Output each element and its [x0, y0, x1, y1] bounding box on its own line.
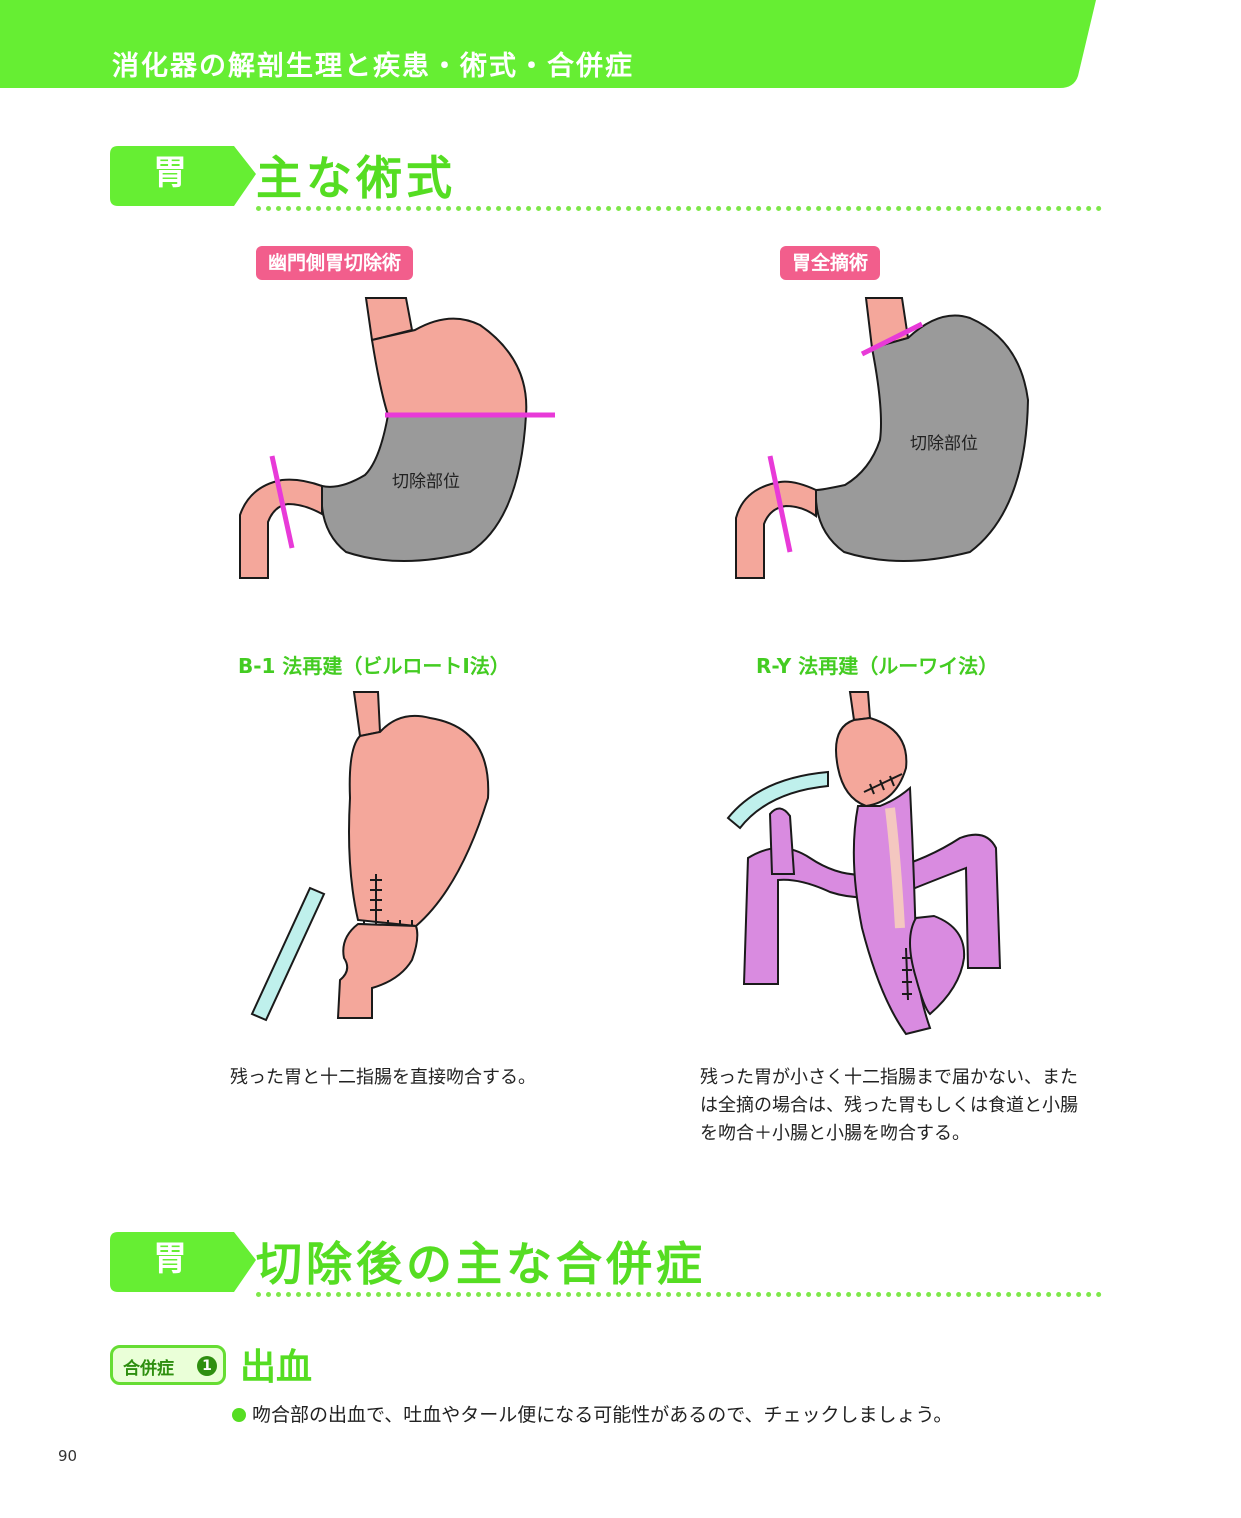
pancreas	[250, 886, 326, 1022]
complication-badge: 合併症 1	[110, 1345, 226, 1385]
distal-gastrectomy-illustration: 切除部位	[239, 297, 555, 579]
cut-line-pylorus	[269, 455, 295, 549]
section-heading-complications: 胃 切除後の主な合併症	[110, 1226, 1110, 1298]
complication-bullet: 吻合部の出血で、吐血やタール便になる可能性があるので、チェックしましょう。	[252, 1404, 953, 1426]
procedure-label-total-gastrectomy: 胃全摘術	[780, 246, 881, 280]
pancreas	[726, 770, 829, 830]
section-heading-procedures: 胃 主な術式	[110, 140, 1110, 212]
reconstruction-title-ry: R-Y 法再建（ルーワイ法）	[756, 654, 999, 678]
section-tag-arrow	[110, 1232, 256, 1292]
cut-line-upper	[860, 321, 924, 357]
remaining-stomach	[370, 317, 528, 416]
resected-stomach	[320, 414, 528, 562]
roux-en-y-illustration	[726, 691, 1002, 1036]
duodenum	[239, 478, 323, 579]
total-gastrectomy-illustration: 切除部位	[735, 297, 1030, 579]
dotted-rule	[256, 1292, 1102, 1297]
reconstruction-title-b1: B-1 法再建（ビルロートⅠ法）	[238, 654, 510, 678]
duodenum	[735, 480, 817, 579]
duodenal-stump	[768, 807, 796, 875]
description-ry: 残った胃が小さく十二指腸まで届かない、または全摘の場合は、残った胃もしくは食道と…	[700, 1067, 1078, 1144]
jejunal-loop	[909, 914, 966, 1016]
suture-marks	[863, 773, 912, 1001]
section-tag: 胃	[153, 153, 187, 193]
billroth-one-illustration	[250, 691, 490, 1022]
bullet-dot-icon	[232, 1408, 246, 1422]
header-band: 消化器の解剖生理と疾患・術式・合併症	[0, 0, 1241, 90]
section-title: 切除後の主な合併症	[256, 1237, 706, 1291]
description-b1: 残った胃と十二指腸を直接吻合する。	[230, 1067, 536, 1088]
header-title: 消化器の解剖生理と疾患・術式・合併症	[112, 51, 634, 82]
page-number: 90	[58, 1447, 78, 1465]
resection-label: 切除部位	[392, 472, 460, 492]
section-tag: 胃	[153, 1239, 187, 1279]
complication-badge-label: 合併症	[123, 1359, 174, 1379]
colon	[742, 833, 1002, 985]
complication-title: 出血	[240, 1347, 313, 1388]
remaining-stomach	[835, 716, 908, 808]
complication-number: 1	[197, 1356, 217, 1376]
esophagus	[848, 691, 872, 722]
header-band-shape	[0, 0, 1096, 88]
esophagus	[352, 691, 382, 738]
cut-line-pylorus	[767, 455, 793, 553]
resected-stomach	[814, 314, 1030, 562]
section-title: 主な術式	[256, 151, 456, 205]
section-tag-arrow	[110, 146, 256, 206]
remaining-stomach	[348, 714, 490, 928]
duodenum	[336, 922, 419, 1019]
dotted-rule	[256, 206, 1102, 211]
procedure-label-distal-gastrectomy: 幽門側胃切除術	[256, 246, 414, 280]
resection-label: 切除部位	[910, 434, 978, 454]
limb-lumen	[885, 807, 905, 929]
